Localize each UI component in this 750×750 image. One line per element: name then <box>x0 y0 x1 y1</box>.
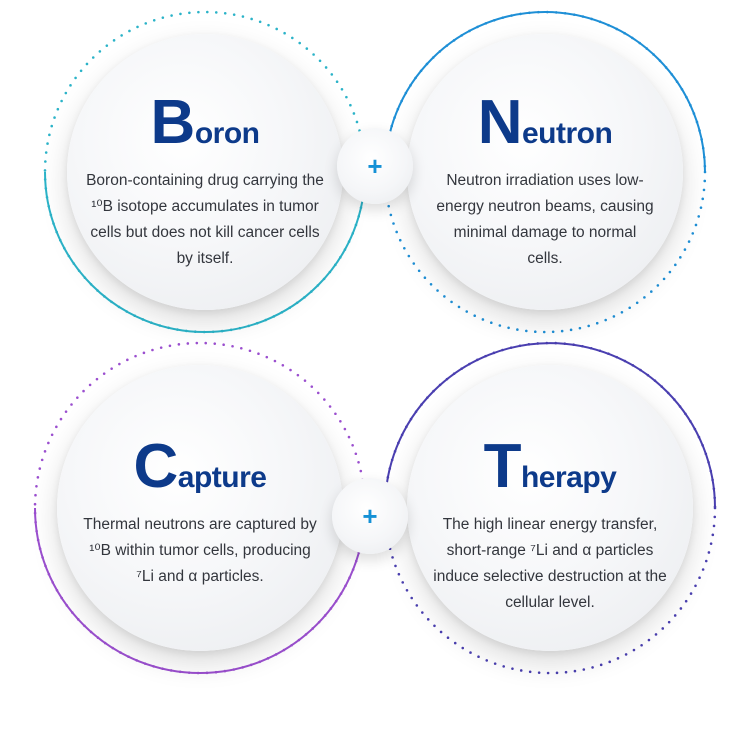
boron-content: Boron Boron-containing drug carrying the… <box>85 92 325 272</box>
neutron-title: Neutron <box>435 92 655 154</box>
boron-description: Boron-containing drug carrying the ¹⁰B i… <box>86 172 324 267</box>
boron-solid-arc <box>44 171 366 333</box>
neutron-description: Neutron irradiation uses low-energy neut… <box>436 172 654 267</box>
plus-connector-top: + <box>337 128 413 204</box>
capture-title: Capture <box>80 436 320 498</box>
neutron-title-rest: eutron <box>521 117 613 150</box>
capture-description: Thermal neutrons are captured by ¹⁰B wit… <box>83 516 317 585</box>
therapy-initial: T <box>483 432 522 501</box>
boron-title-rest: oron <box>194 117 260 150</box>
boron-initial: B <box>150 88 196 157</box>
capture-solid-arc <box>34 507 366 674</box>
capture-title-rest: apture <box>177 461 267 494</box>
neutron-circle <box>407 34 683 310</box>
therapy-description: The high linear energy transfer, short-r… <box>433 516 667 611</box>
plus-icon: + <box>362 501 378 531</box>
therapy-title: Therapy <box>425 436 675 498</box>
neutron-initial: N <box>477 88 523 157</box>
therapy-circle <box>407 365 693 651</box>
therapy-title-rest: herapy <box>520 461 617 494</box>
therapy-content: Therapy The high linear energy transfer,… <box>425 436 675 616</box>
capture-content: Capture Thermal neutrons are captured by… <box>80 436 320 590</box>
boron-title: Boron <box>85 92 325 154</box>
boron-circle <box>67 34 343 310</box>
plus-icon: + <box>367 151 383 181</box>
neutron-content: Neutron Neutron irradiation uses low-ene… <box>435 92 655 272</box>
neutron-solid-arc <box>384 11 706 173</box>
therapy-solid-arc <box>384 342 716 509</box>
capture-initial: C <box>133 432 179 501</box>
plus-connector-bottom: + <box>332 478 408 554</box>
capture-circle <box>57 365 343 651</box>
